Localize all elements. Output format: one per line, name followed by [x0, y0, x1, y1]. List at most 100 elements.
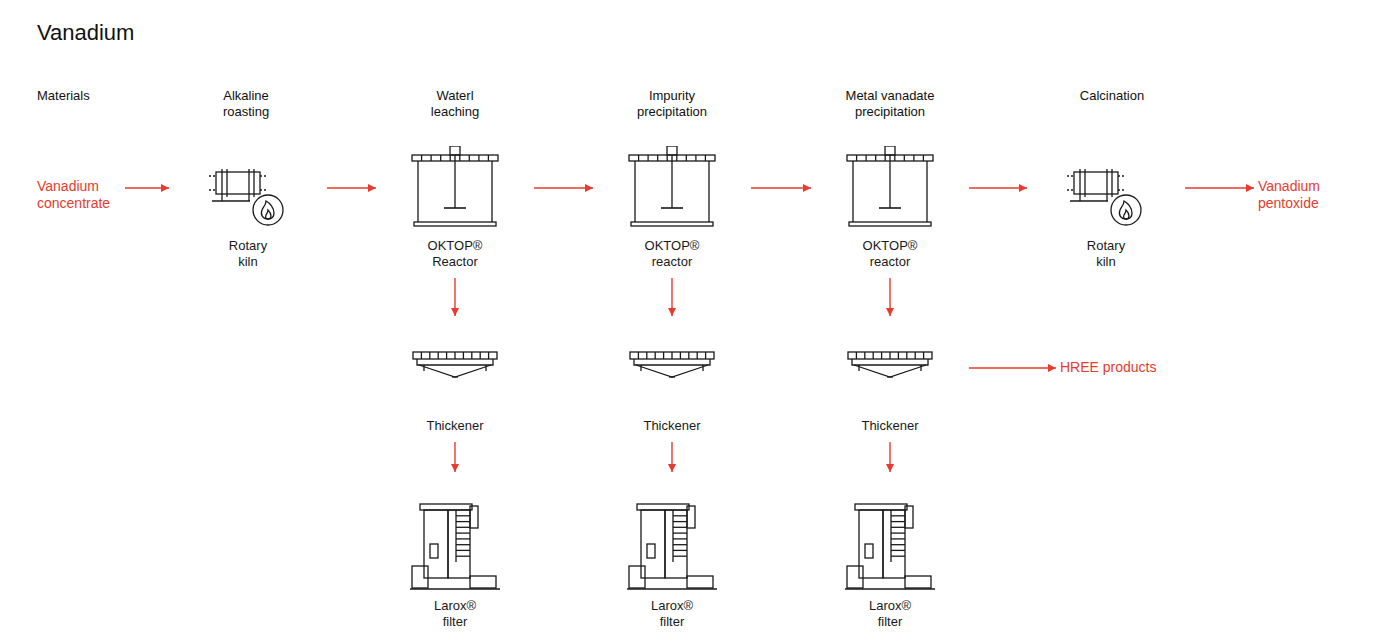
- icon-stroke: [845, 146, 935, 228]
- icon-stroke: [209, 175, 216, 176]
- icon-stroke: [1111, 195, 1141, 225]
- icon-stroke: [657, 155, 658, 161]
- icon-stroke: [904, 155, 905, 161]
- icon-stroke: [671, 155, 672, 208]
- equipment-caption: Rotary kiln: [222, 238, 274, 270]
- icon-stroke: [891, 532, 905, 533]
- icon-stroke: [705, 155, 706, 161]
- thickener-icon: [847, 350, 933, 380]
- icon-stroke: [410, 146, 500, 228]
- icon-stroke: [673, 515, 687, 516]
- icon-stroke: [891, 527, 905, 528]
- icon-stroke: [687, 576, 713, 588]
- rotary-kiln-icon: [208, 166, 288, 228]
- material-text: Vanadium pentoxide: [1258, 178, 1342, 212]
- icon-stroke: [631, 222, 713, 226]
- icon-stroke: [665, 510, 687, 578]
- icon-stroke: [629, 350, 715, 380]
- icon-stroke: [455, 510, 456, 562]
- filter-press-icon: [627, 502, 717, 592]
- flow-arrow: [454, 278, 455, 316]
- equipment-caption: Larox® filter: [641, 598, 703, 630]
- icon-stroke: [469, 155, 470, 161]
- icon-stroke: [891, 538, 905, 539]
- icon-stroke: [887, 376, 893, 377]
- icon-stroke: [452, 376, 458, 377]
- icon-stroke: [446, 352, 447, 359]
- icon-stroke: [1106, 169, 1107, 197]
- icon-stroke: [875, 155, 876, 161]
- icon-stroke: [1079, 169, 1080, 197]
- icon-stroke: [471, 352, 472, 359]
- icon-stroke: [647, 155, 648, 161]
- thickener-icon: [629, 350, 715, 380]
- icon-stroke: [881, 352, 882, 359]
- icon-stroke: [438, 352, 439, 359]
- icon-stroke: [1067, 189, 1074, 190]
- icon-stroke: [638, 352, 639, 359]
- icon-stroke: [630, 352, 714, 359]
- column-header: Materials: [37, 88, 147, 104]
- flow-arrow: [671, 442, 672, 472]
- column-header: Alkaline roasting: [206, 88, 286, 120]
- icon-stroke: [905, 576, 931, 588]
- icon-stroke: [463, 352, 464, 359]
- icon-stroke: [444, 207, 466, 209]
- icon-stroke: [856, 352, 857, 359]
- icon-stroke: [636, 365, 708, 377]
- icon-stroke: [212, 200, 250, 201]
- icon-stroke: [708, 161, 709, 222]
- flow-arrow: [671, 278, 672, 316]
- icon-stroke: [253, 169, 254, 197]
- reactor-icon: [410, 146, 500, 228]
- flow-arrow: [969, 187, 1027, 188]
- icon-stroke: [634, 161, 635, 222]
- icon-stroke: [923, 352, 924, 359]
- flow-arrow: [969, 367, 1056, 368]
- icon-stroke: [480, 352, 481, 359]
- icon-stroke: [1124, 210, 1129, 219]
- icon-stroke: [488, 352, 489, 359]
- icon-stroke: [413, 352, 497, 359]
- icon-stroke: [879, 207, 901, 209]
- flow-arrow: [1185, 187, 1254, 188]
- icon-stroke: [855, 504, 907, 510]
- icon-stroke: [417, 359, 493, 365]
- icon-stroke: [845, 588, 935, 589]
- column-header: Impurity precipitation: [624, 88, 720, 120]
- icon-stroke: [845, 502, 935, 592]
- icon-stroke: [627, 502, 717, 592]
- icon-stroke: [889, 155, 890, 208]
- icon-stroke: [627, 146, 717, 228]
- icon-stroke: [906, 352, 907, 359]
- icon-stroke: [638, 155, 639, 161]
- icon-stroke: [419, 365, 491, 377]
- icon-stroke: [672, 510, 673, 562]
- icon-stroke: [864, 352, 865, 359]
- icon-stroke: [1118, 189, 1126, 190]
- flow-arrow: [454, 442, 455, 472]
- icon-stroke: [687, 506, 695, 528]
- diagram-title: Vanadium: [37, 20, 134, 46]
- flow-arrow: [327, 187, 376, 188]
- thickener-icon: [412, 350, 498, 380]
- equipment-caption: OKTOP® Reactor: [419, 238, 491, 270]
- icon-stroke: [686, 155, 687, 161]
- icon-stroke: [898, 352, 899, 359]
- icon-stroke: [885, 155, 886, 161]
- icon-stroke: [454, 352, 455, 359]
- icon-stroke: [450, 146, 460, 155]
- rotary-kiln-icon: [1066, 166, 1146, 228]
- icon-stroke: [491, 161, 492, 222]
- icon-stroke: [873, 352, 874, 359]
- icon-stroke: [891, 550, 905, 551]
- icon-stroke: [890, 510, 891, 562]
- icon-stroke: [634, 359, 710, 365]
- icon-stroke: [848, 352, 932, 359]
- icon-stroke: [640, 365, 641, 371]
- icon-stroke: [456, 527, 470, 528]
- equipment-node: Larox® filter: [815, 476, 965, 630]
- icon-stroke: [705, 352, 706, 359]
- icon-stroke: [266, 210, 271, 219]
- equipment-node: Thickener: [815, 320, 965, 434]
